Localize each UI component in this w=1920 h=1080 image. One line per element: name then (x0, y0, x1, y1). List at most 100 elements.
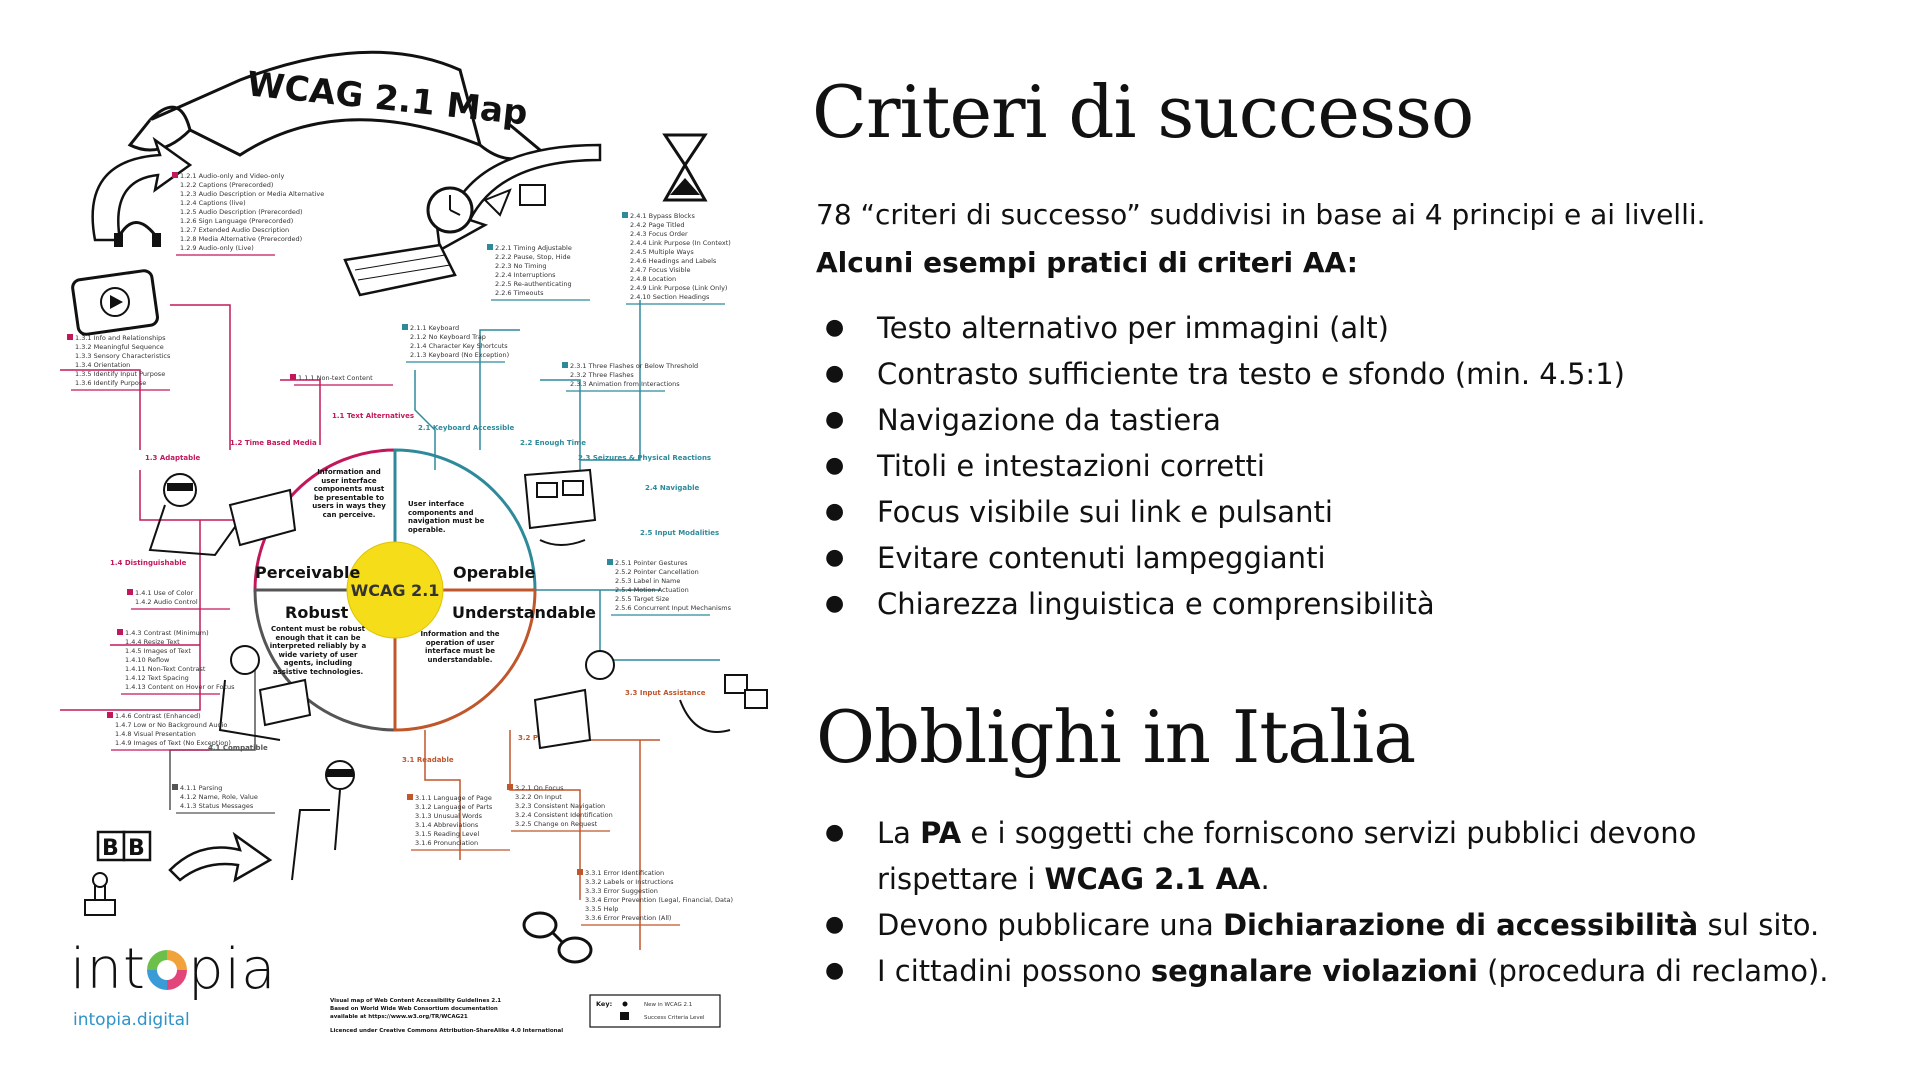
svg-text:Success Criteria Level: Success Criteria Level (644, 1015, 705, 1021)
guideline-label: 1.1 Text Alternatives (332, 412, 414, 420)
obligations-list: La PA e i soggetti che forniscono serviz… (816, 810, 1829, 994)
map-center-label: WCAG 2.1 (351, 581, 440, 600)
criterion-label: 4.1.3 Status Messages (180, 802, 254, 810)
level-badge (290, 374, 296, 380)
criterion-label: 2.2.6 Timeouts (495, 289, 544, 297)
level-badge (67, 334, 73, 340)
criterion-label: 2.4.9 Link Purpose (Link Only) (630, 284, 727, 292)
rubber-stamp-icon (84, 872, 116, 916)
intopia-url: intopia.digital (73, 1010, 190, 1030)
examples-heading: Alcuni esempi pratici di criteri AA: (816, 246, 1358, 279)
svg-text:B: B (128, 836, 145, 861)
perceivable-description: Information and user interface component… (312, 468, 386, 519)
level-badge (487, 244, 493, 250)
criterion-label: 1.4.6 Contrast (Enhanced) (115, 712, 201, 720)
map-title-banner: WCAG 2.1 Map (127, 50, 543, 161)
criterion-label: 2.4.7 Focus Visible (630, 266, 690, 274)
section-title-obblighi: Obblighi in Italia (816, 695, 1416, 779)
person-with-laptop-illustration (148, 473, 297, 557)
criterion-label: 2.3.1 Three Flashes or Below Threshold (570, 362, 698, 370)
guideline-label: 3.1 Readable (402, 756, 454, 764)
principle-perceivable: Perceivable (255, 563, 360, 582)
level-badge (622, 212, 628, 218)
criterion-label: 2.4.4 Link Purpose (In Context) (630, 239, 731, 247)
level-badge (127, 589, 133, 595)
criterion-label: 1.4.11 Non-Text Contrast (125, 665, 206, 673)
criterion-label: 2.5.1 Pointer Gestures (615, 559, 688, 567)
list-item: Focus visibile sui link e pulsanti (816, 489, 1625, 535)
criterion-label: 2.5.4 Motion Actuation (615, 586, 689, 594)
criterion-label: 1.2.9 Audio-only (Live) (180, 244, 254, 252)
level-badge (107, 712, 113, 718)
criterion-label: 2.5.6 Concurrent Input Mechanisms (615, 604, 732, 612)
list-item: Contrasto sufficiente tra testo e sfondo… (816, 351, 1625, 397)
curved-arrow-icon (91, 136, 193, 242)
criterion-label: 1.3.4 Orientation (75, 361, 130, 369)
criterion-label: 3.3.3 Error Suggestion (585, 887, 658, 895)
criterion-label: 1.4.7 Low or No Background Audio (115, 721, 227, 729)
criteria-intro: 78 “criteri di successo” suddivisi in ba… (816, 198, 1706, 231)
svg-text:New in WCAG 2.1: New in WCAG 2.1 (644, 1002, 692, 1008)
wcag-map-drawing: WCAG 2.1 Map WCAG 2.1 Perceivable (60, 50, 768, 1034)
list-item: Evitare contenuti lampeggianti (816, 535, 1625, 581)
list-item: La PA e i soggetti che forniscono serviz… (816, 810, 1827, 902)
guideline-label: 2.2 Enough Time (520, 439, 586, 447)
list-item: Chiarezza linguistica e comprensibilità (816, 581, 1625, 627)
criterion-label: 1.2.7 Extended Audio Description (180, 226, 289, 234)
map-credits: Visual map of Web Content Accessibility … (330, 998, 563, 1034)
guideline-label: 2.5 Input Modalities (640, 529, 719, 537)
criterion-label: 3.3.4 Error Prevention (Legal, Financial… (585, 896, 733, 904)
criterion-label: 1.2.6 Sign Language (Prerecorded) (180, 217, 293, 225)
criterion-label: 2.2.2 Pause, Stop, Hide (495, 253, 571, 261)
criterion-label: 1.4.3 Contrast (Minimum) (125, 629, 209, 637)
level-badge (172, 172, 178, 178)
criterion-label: 1.3.6 Identify Purpose (75, 379, 146, 387)
criterion-label: 1.3.2 Meaningful Sequence (75, 343, 164, 351)
person-with-headset-illustration (218, 645, 312, 741)
understandable-description: Information and the operation of user in… (420, 630, 500, 664)
criterion-label: 2.1.3 Keyboard (No Exception) (410, 351, 509, 359)
criterion-label: 3.3.5 Help (585, 905, 618, 913)
criterion-label: 2.2.1 Timing Adjustable (495, 244, 572, 252)
level-badge (117, 629, 123, 635)
criterion-label: 2.1.2 No Keyboard Trap (410, 333, 486, 341)
media-controls-icon (483, 184, 546, 217)
stopwatch-icon (426, 186, 474, 234)
criterion-label: 2.5.2 Pointer Cancellation (615, 568, 699, 576)
criterion-label: 1.2.2 Captions (Prerecorded) (180, 181, 273, 189)
criterion-label: 3.1.4 Abbreviations (415, 821, 479, 829)
criterion-label: 3.2.4 Consistent Identification (515, 811, 613, 819)
person-with-tablet-illustration (523, 468, 597, 546)
criterion-label: 4.1.2 Name, Role, Value (180, 793, 258, 801)
robust-description: Content must be robust enough that it ca… (269, 625, 367, 676)
map-key: Key: New in WCAG 2.1 Success Criteria Le… (589, 994, 721, 1028)
criterion-label: 3.2.1 On Focus (515, 784, 564, 792)
person-with-cane-illustration (291, 760, 355, 881)
criterion-label: 1.1.1 Non-text Content (298, 374, 373, 382)
criterion-label: 2.1.4 Character Key Shortcuts (410, 342, 508, 350)
guideline-label: 4.1 Compatible (208, 744, 268, 752)
criterion-label: 1.4.12 Text Spacing (125, 674, 189, 682)
criterion-label: 1.3.5 Identify Input Purpose (75, 370, 165, 378)
criterion-label: 3.2.2 On Input (515, 793, 562, 801)
svg-text:Visual map of Web Content Acce: Visual map of Web Content Accessibility … (330, 998, 501, 1004)
principle-operable: Operable (453, 563, 536, 582)
level-badge (577, 869, 583, 875)
principles-diagram: WCAG 2.1 Perceivable Operable Robust Und… (253, 448, 596, 732)
criterion-label: 2.5.3 Label in Name (615, 577, 680, 585)
list-item: Testo alternativo per immagini (alt) (816, 305, 1625, 351)
tablet-video-icon (71, 269, 159, 336)
hand-with-keys-illustration (679, 674, 768, 733)
guideline-label: 1.2 Time Based Media (230, 439, 317, 447)
criterion-label: 2.2.3 No Timing (495, 262, 546, 270)
level-badge (507, 784, 513, 790)
criterion-label: 1.4.8 Visual Presentation (115, 730, 196, 738)
list-item: I cittadini possono segnalare violazioni… (816, 948, 1829, 994)
criterion-label: 1.4.10 Reflow (125, 656, 170, 664)
svg-text:Based on World Wide Web Consor: Based on World Wide Web Consortium docum… (330, 1006, 498, 1012)
criterion-label: 2.3.2 Three Flashes (570, 371, 634, 379)
list-item: Navigazione da tastiera (816, 397, 1625, 443)
criterion-label: 1.4.13 Content on Hover or Focus (125, 683, 235, 691)
